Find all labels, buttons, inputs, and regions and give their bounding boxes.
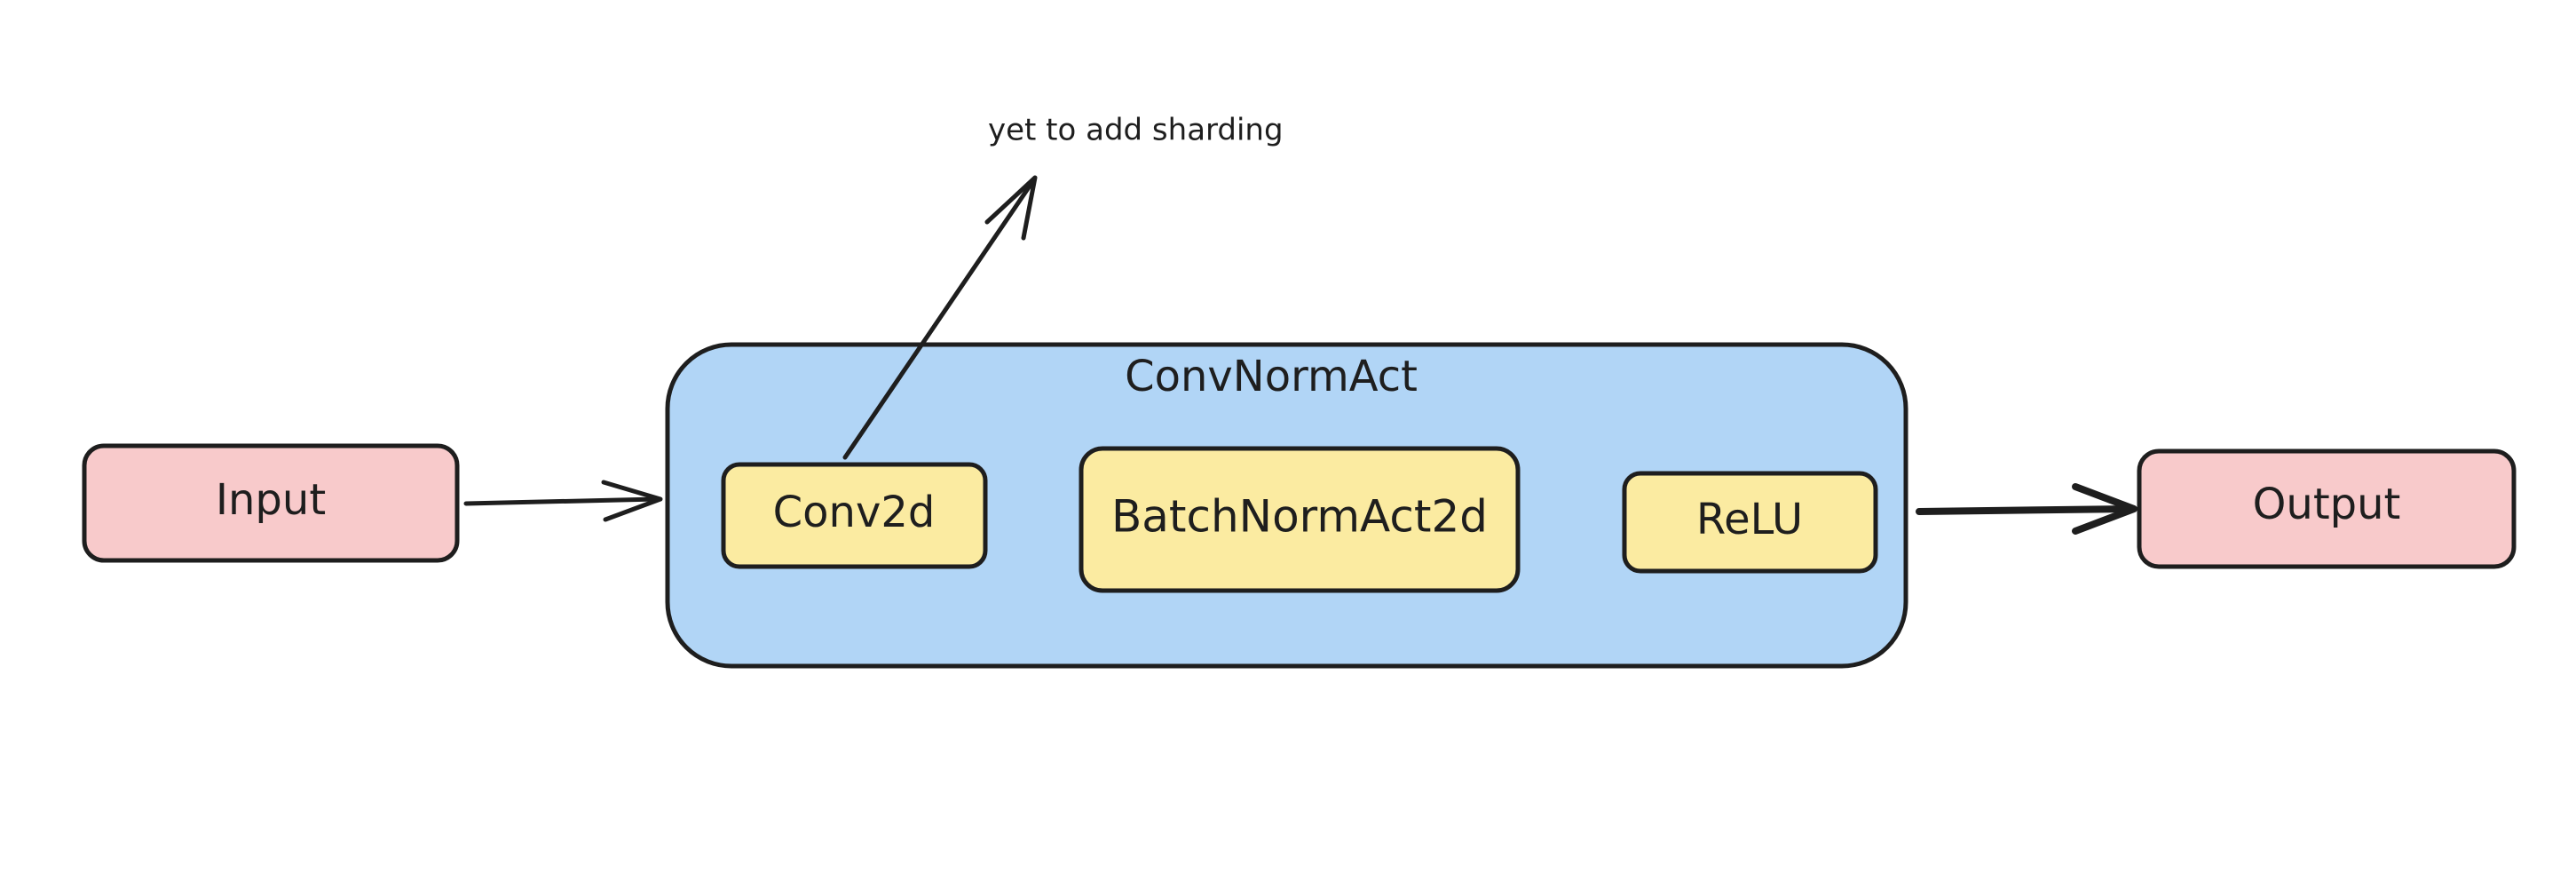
relu-node[interactable]: ReLU — [1622, 471, 1878, 574]
input-node[interactable]: Input — [82, 443, 460, 563]
group-title: ConvNormAct — [1125, 352, 1418, 401]
batchnorm-node[interactable]: BatchNormAct2d — [1079, 446, 1521, 593]
conv2d-label: Conv2d — [773, 488, 936, 537]
output-node[interactable]: Output — [2137, 448, 2517, 569]
input-label: Input — [216, 475, 326, 525]
batchnorm-label: BatchNormAct2d — [1111, 491, 1488, 543]
output-label: Output — [2253, 480, 2401, 529]
arrow-conv2d-to-annotation — [842, 175, 1038, 460]
relu-label: ReLU — [1696, 495, 1803, 544]
arrow-group-to-output — [1916, 483, 2137, 535]
arrow-input-to-group — [463, 480, 663, 522]
annotation-text: yet to add sharding — [988, 113, 1284, 148]
conv2d-node[interactable]: Conv2d — [721, 462, 988, 569]
